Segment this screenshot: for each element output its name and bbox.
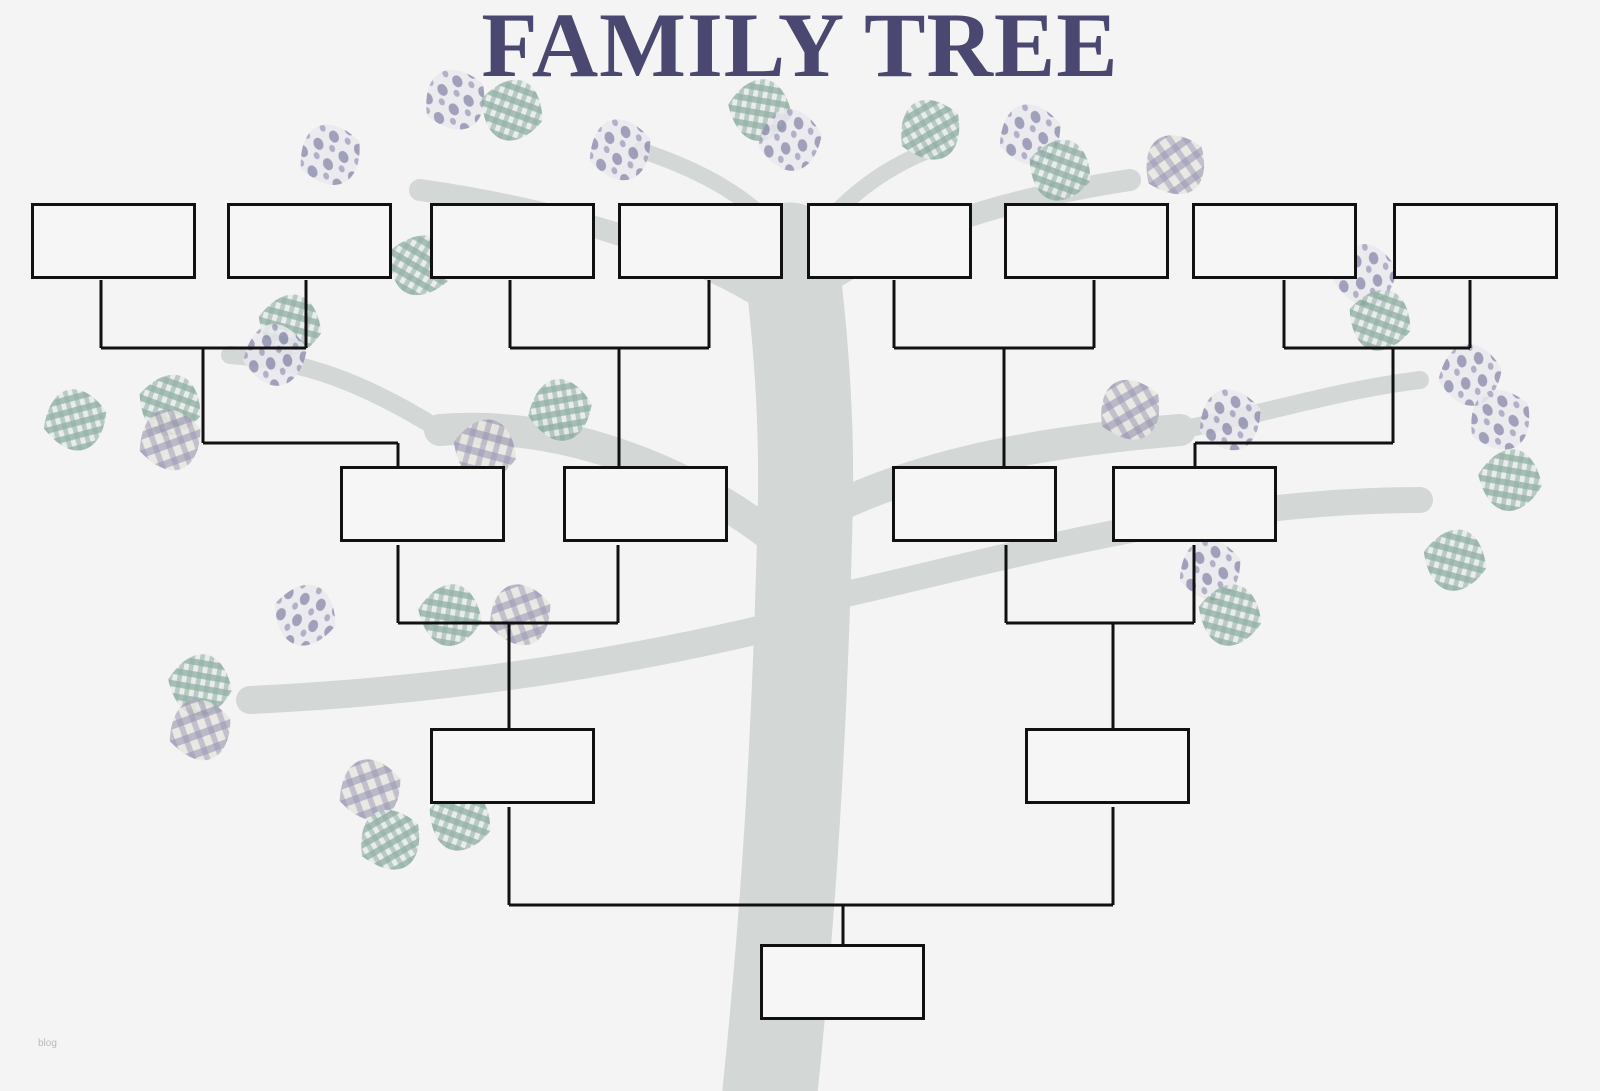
leaf-decoration [426, 69, 485, 130]
leaf-decoration [169, 699, 231, 761]
great-grandparent-box-3[interactable] [430, 203, 595, 279]
leaf-decoration [589, 119, 651, 181]
great-grandparent-box-8[interactable] [1393, 203, 1558, 279]
tree-branch [236, 606, 814, 714]
leaf-decoration [453, 419, 517, 481]
grandparent-box-3[interactable] [892, 466, 1057, 542]
great-grandparent-box-6[interactable] [1004, 203, 1169, 279]
great-grandparent-box-7[interactable] [1192, 203, 1357, 279]
great-grandparent-box-4[interactable] [618, 203, 783, 279]
leaf-decoration [1029, 139, 1091, 201]
great-grandparent-box-1[interactable] [31, 203, 196, 279]
grandparent-box-1[interactable] [340, 466, 505, 542]
leaf-decoration [243, 324, 307, 386]
parent-box-1[interactable] [430, 728, 595, 804]
leaf-decoration [1478, 449, 1542, 511]
leaf-decoration [418, 584, 482, 646]
leaf-decoration [528, 379, 592, 441]
leaf-decoration [1438, 344, 1502, 406]
watermark-text: blog [38, 1038, 57, 1049]
leaf-decoration [1101, 379, 1160, 440]
leaf-decoration [43, 389, 107, 451]
leaf-decoration [1198, 584, 1262, 646]
leaf-decoration [481, 79, 543, 141]
leaf-decoration [300, 124, 360, 185]
leaf-decoration [1349, 289, 1411, 351]
grandparent-box-4[interactable] [1112, 466, 1277, 542]
leaf-decoration [1146, 135, 1205, 195]
leaf-decoration [339, 759, 401, 821]
leaf-decoration [429, 789, 491, 851]
page-title: FAMILY TREE [481, 0, 1119, 96]
leaf-decoration [274, 584, 336, 646]
leaf-decoration [1199, 389, 1261, 451]
leaf-decoration [1423, 529, 1487, 591]
tree-branch [807, 487, 1433, 613]
leaf-decoration [139, 409, 201, 471]
leaf-decoration [489, 584, 551, 646]
parent-box-2[interactable] [1025, 728, 1190, 804]
leaf-decoration [168, 654, 232, 716]
leaf-decoration [1471, 389, 1530, 450]
grandparent-box-2[interactable] [563, 466, 728, 542]
great-grandparent-box-2[interactable] [227, 203, 392, 279]
leaf-decoration [901, 99, 960, 160]
great-grandparent-box-5[interactable] [807, 203, 972, 279]
leaf-decoration [361, 809, 420, 870]
self-box[interactable] [760, 944, 925, 1020]
leaf-decoration [758, 109, 822, 171]
tree-branch [722, 202, 854, 1091]
